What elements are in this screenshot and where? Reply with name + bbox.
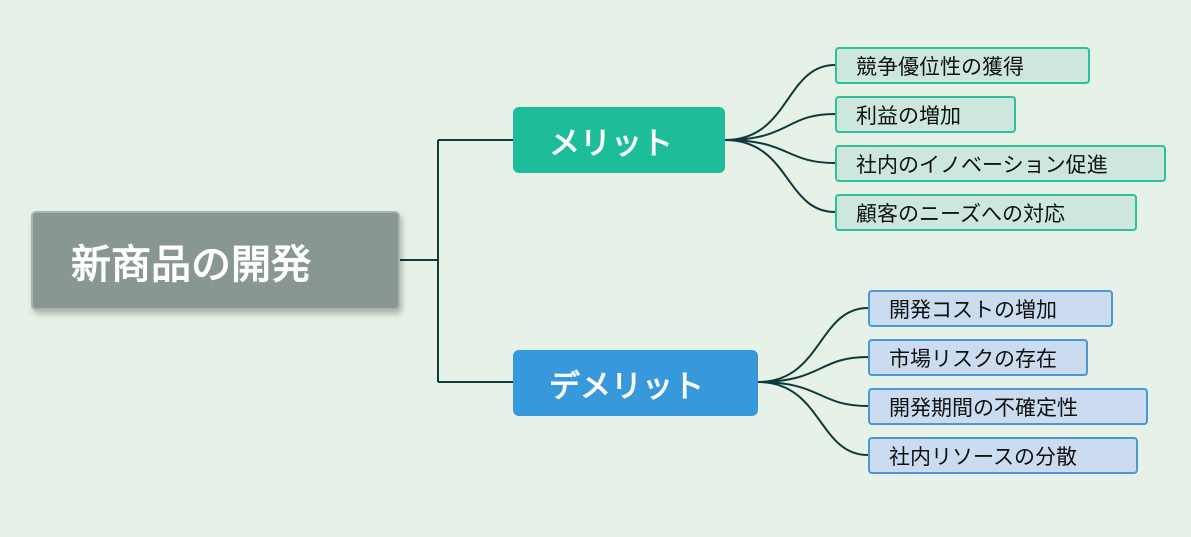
branch-demerit-label: デメリット <box>549 368 704 405</box>
leaf-label: 市場リスクの存在 <box>889 346 1057 371</box>
connector-merit-to-leaf-4 <box>724 139 836 213</box>
merit-leaf[interactable]: 顧客のニーズへの対応 <box>835 194 1137 231</box>
merit-leaf[interactable]: 社内のイノベーション促進 <box>835 145 1166 182</box>
leaf-label: 開発コストの増加 <box>889 297 1057 322</box>
branch-merit[interactable]: メリット <box>513 107 725 173</box>
demerit-leaf[interactable]: 社内リソースの分散 <box>868 437 1138 474</box>
demerit-leaf[interactable]: 開発期間の不確定性 <box>868 388 1148 425</box>
connector-merit-to-leaf-1 <box>724 64 836 141</box>
connector-merit-to-leaf-3 <box>724 139 836 164</box>
demerit-leaf[interactable]: 開発コストの増加 <box>868 290 1113 327</box>
connector-demerit-to-leaf-2 <box>757 356 869 383</box>
connector-demerit-to-leaf-4 <box>757 381 869 456</box>
leaf-label: 競争優位性の獲得 <box>856 54 1024 79</box>
connector-demerit-to-leaf-3 <box>757 381 869 407</box>
connector-demerit-to-leaf-1 <box>757 307 869 383</box>
connector-merit-to-leaf-2 <box>724 113 836 141</box>
leaf-label: 顧客のニーズへの対応 <box>856 201 1065 226</box>
connector-root-to-branches <box>400 139 513 383</box>
root-topic-label: 新商品の開発 <box>71 241 311 288</box>
demerit-leaf[interactable]: 市場リスクの存在 <box>868 339 1088 376</box>
branch-demerit[interactable]: デメリット <box>513 350 758 416</box>
leaf-label: 開発期間の不確定性 <box>889 395 1078 420</box>
root-topic[interactable]: 新商品の開発 <box>31 211 400 310</box>
leaf-label: 利益の増加 <box>856 103 961 128</box>
merit-leaf[interactable]: 競争優位性の獲得 <box>835 47 1090 84</box>
leaf-label: 社内リソースの分散 <box>889 444 1077 469</box>
merit-leaf[interactable]: 利益の増加 <box>835 96 1016 133</box>
branch-merit-label: メリット <box>549 125 673 162</box>
leaf-label: 社内のイノベーション促進 <box>856 152 1108 177</box>
